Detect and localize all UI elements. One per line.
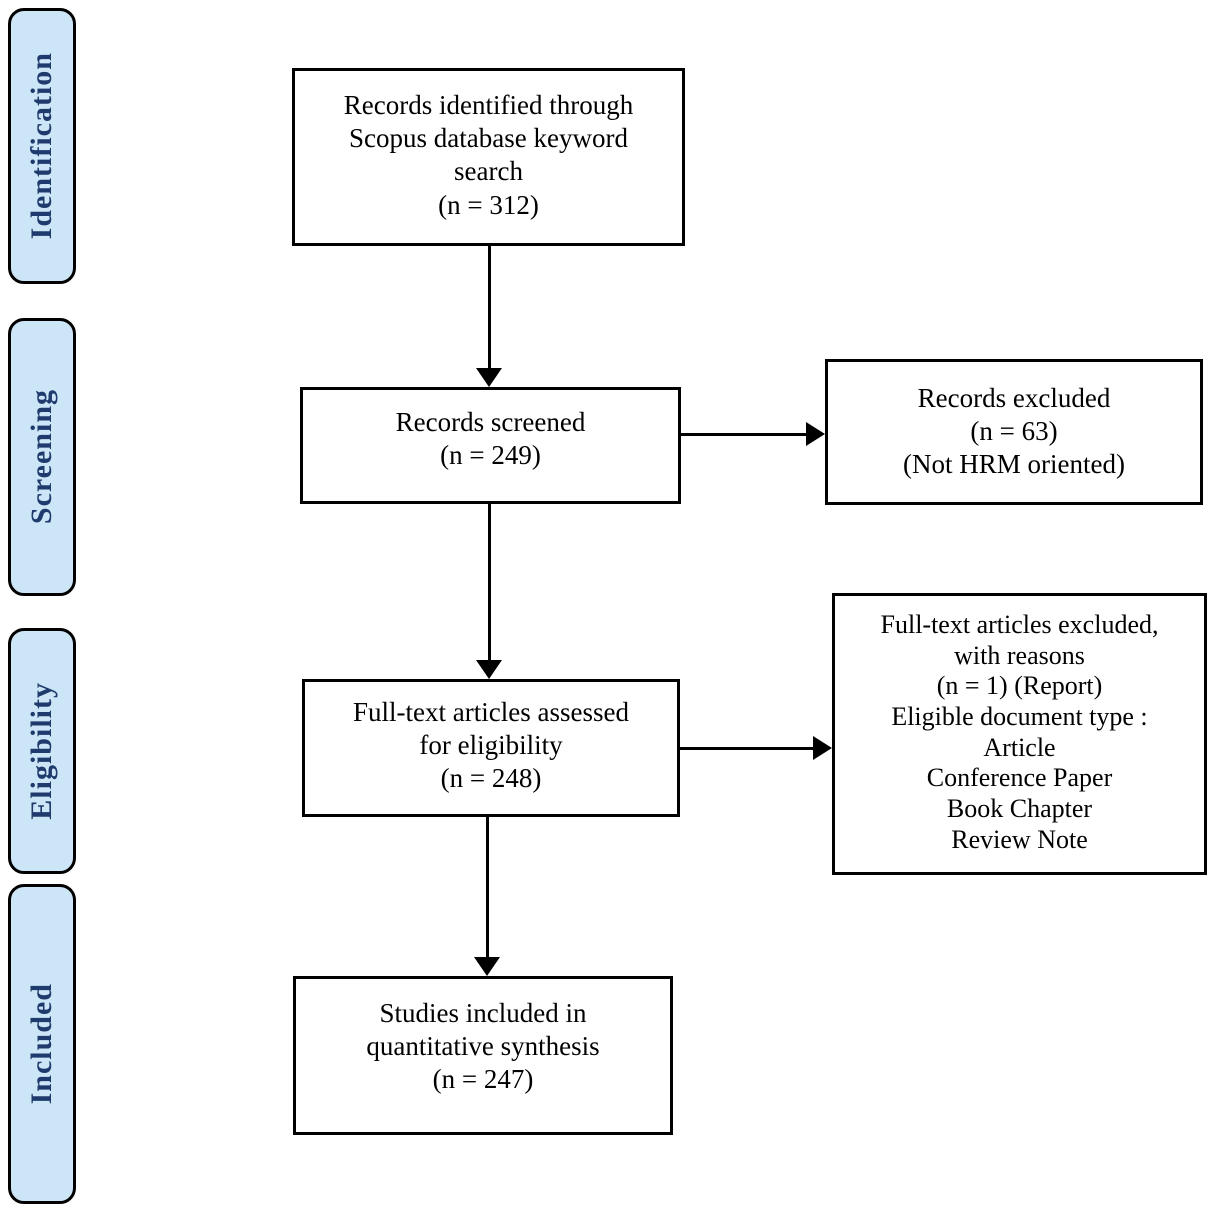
arrow-right-icon: [813, 736, 832, 760]
arrow-screened-to-fulltext-line: [488, 504, 491, 661]
box-records-excluded: Records excluded (n = 63) (Not HRM orien…: [825, 359, 1203, 505]
box-records-screened: Records screened (n = 249): [300, 387, 681, 504]
stage-screening-label: Screening: [25, 389, 58, 525]
box-studies-included: Studies included in quantitative synthes…: [293, 976, 673, 1135]
box-fulltext-assessed: Full-text articles assessed for eligibil…: [302, 679, 680, 817]
arrow-down-icon: [474, 957, 500, 976]
arrow-fulltext-to-included-line: [486, 817, 489, 958]
stage-included-label: Included: [25, 983, 58, 1105]
arrow-right-icon: [806, 422, 825, 446]
arrow-down-icon: [476, 368, 502, 387]
arrow-identified-to-screened-line: [488, 246, 491, 371]
stage-screening: Screening: [8, 318, 76, 596]
arrow-fulltext-to-excluded-line: [680, 747, 814, 750]
stage-identification-label: Identification: [25, 52, 58, 240]
stage-eligibility-label: Eligibility: [25, 682, 58, 820]
stage-eligibility: Eligibility: [8, 628, 76, 874]
box-fulltext-excluded: Full-text articles excluded, with reason…: [832, 593, 1207, 875]
stage-included: Included: [8, 884, 76, 1204]
box-records-identified: Records identified through Scopus databa…: [292, 68, 685, 246]
arrow-screened-to-excluded-line: [681, 433, 807, 436]
stage-identification: Identification: [8, 8, 76, 284]
arrow-down-icon: [476, 660, 502, 679]
